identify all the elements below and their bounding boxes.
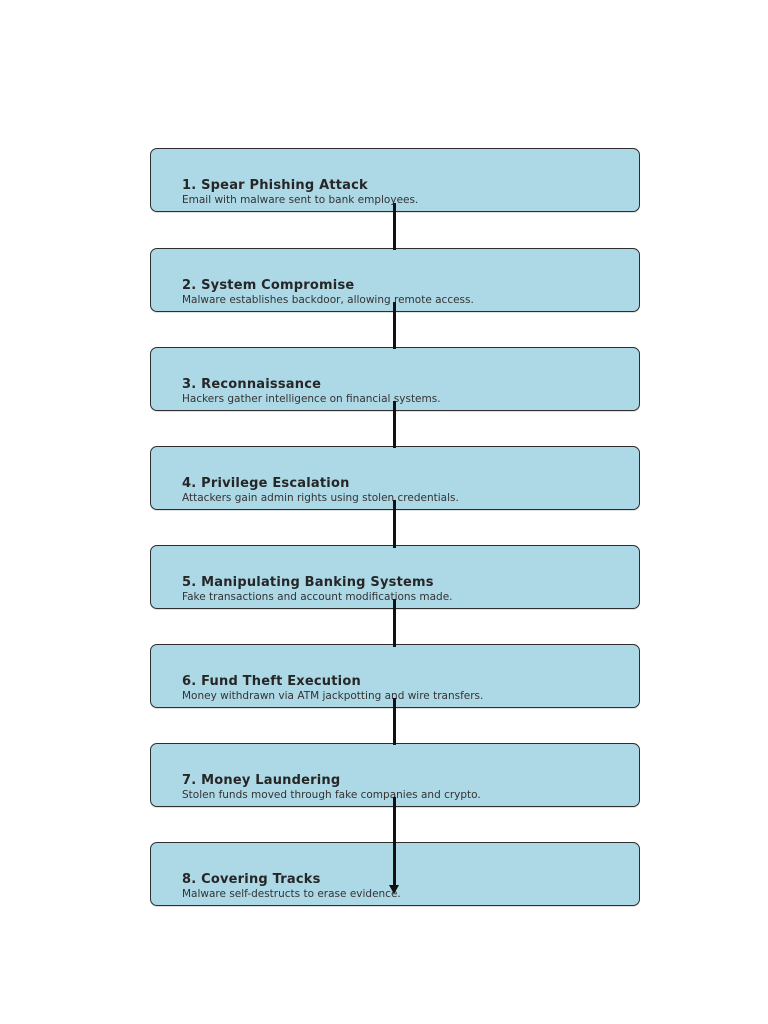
step-description: Fake transactions and account modificati… [182, 591, 453, 603]
step-text-block: 7. Money Laundering Stolen funds moved t… [182, 773, 631, 801]
connector-segment [393, 797, 396, 886]
step-box-7: 7. Money Laundering Stolen funds moved t… [150, 743, 640, 807]
step-text-block: 6. Fund Theft Execution Money withdrawn … [182, 674, 631, 702]
step-text-block: 4. Privilege Escalation Attackers gain a… [182, 476, 631, 504]
step-box-6: 6. Fund Theft Execution Money withdrawn … [150, 644, 640, 708]
connector-segment [393, 698, 396, 745]
connector-segment [393, 203, 396, 250]
connector-segment [393, 599, 396, 647]
connector-segment [393, 401, 396, 448]
connector-segment [393, 500, 396, 548]
step-box-5: 5. Manipulating Banking Systems Fake tra… [150, 545, 640, 609]
step-title: 5. Manipulating Banking Systems [182, 575, 434, 590]
step-description: Stolen funds moved through fake companie… [182, 789, 481, 801]
step-text-block: 5. Manipulating Banking Systems Fake tra… [182, 575, 631, 603]
step-title: 2. System Compromise [182, 278, 355, 293]
step-text-block: 1. Spear Phishing Attack Email with malw… [182, 178, 631, 206]
step-description: Hackers gather intelligence on financial… [182, 393, 441, 405]
step-description: Money withdrawn via ATM jackpotting and … [182, 690, 484, 702]
step-description: Email with malware sent to bank employee… [182, 194, 419, 206]
step-description: Malware establishes backdoor, allowing r… [182, 294, 474, 306]
connector-arrowhead [389, 885, 399, 894]
step-description: Malware self-destructs to erase evidence… [182, 888, 401, 900]
step-title: 3. Reconnaissance [182, 377, 322, 392]
step-text-block: 3. Reconnaissance Hackers gather intelli… [182, 377, 631, 405]
step-title: 8. Covering Tracks [182, 872, 321, 887]
connector-segment [393, 302, 396, 349]
step-description: Attackers gain admin rights using stolen… [182, 492, 459, 504]
step-text-block: 8. Covering Tracks Malware self-destruct… [182, 872, 631, 900]
step-box-1: 1. Spear Phishing Attack Email with malw… [150, 148, 640, 212]
step-title: 6. Fund Theft Execution [182, 674, 361, 689]
step-title: 4. Privilege Escalation [182, 476, 350, 491]
step-title: 7. Money Laundering [182, 773, 341, 788]
step-box-3: 3. Reconnaissance Hackers gather intelli… [150, 347, 640, 411]
step-box-2: 2. System Compromise Malware establishes… [150, 248, 640, 312]
step-text-block: 2. System Compromise Malware establishes… [182, 278, 631, 306]
step-title: 1. Spear Phishing Attack [182, 178, 368, 193]
